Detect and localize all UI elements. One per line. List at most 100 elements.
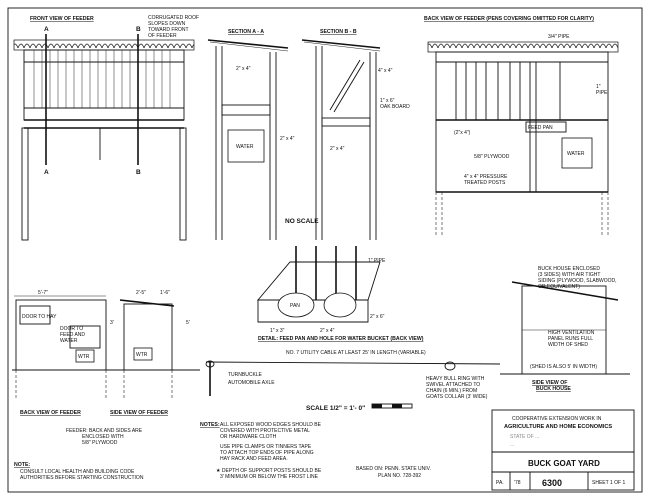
- cut-a-top: A: [44, 26, 49, 33]
- dim-5ft: 5': [186, 320, 190, 326]
- buck-note-1: BUCK HOUSE ENCLOSED: [538, 266, 600, 272]
- ring-3: CHAIN (6 MIN.) FROM: [426, 388, 477, 394]
- back-posts-1: 4" x 4" PRESSURE: [464, 174, 508, 180]
- dim-3ft: 3': [110, 320, 114, 326]
- door-to-hay: DOOR TO HAY: [22, 314, 57, 320]
- door-feed-1: DOOR TO: [60, 326, 83, 332]
- section-bb-dim2: 1" x 6": [380, 98, 395, 104]
- feeder-note-1: FEEDER: BACK AND SIDES ARE: [66, 428, 143, 434]
- detail-dim3: 2" x 4": [320, 328, 335, 334]
- cut-a-bottom: A: [44, 169, 49, 176]
- water-bucket-aa: [227, 129, 265, 163]
- buck-note-4: OR EQUIVALENT): [538, 284, 580, 290]
- back-plywood: 5/8" PLYWOOD: [474, 154, 510, 160]
- plan-number: 6300: [542, 478, 562, 488]
- buck-note-2: (3 SIDES) WITH AIR TIGHT: [538, 272, 600, 278]
- notes-item-4: USE PIPE CLAMPS OR TINNERS TAPE: [220, 444, 312, 450]
- notes-item-7: ★ DEPTH OF SUPPORT POSTS SHOULD BE: [216, 468, 322, 474]
- side-view-small-title: SIDE VIEW OF FEEDER: [110, 410, 168, 416]
- front-view-feeder: FRONT VIEW OF FEEDER CORRUGATED ROOF SLO…: [13, 15, 199, 241]
- wtr-label-side: WTR: [136, 352, 148, 358]
- back-pipe1: 3/4" PIPE: [548, 34, 570, 40]
- faint-line-1: STATE OF ...: [510, 434, 539, 440]
- turnbuckle-label: TURNBUCKLE: [228, 372, 263, 378]
- feeder-note: FEEDER: BACK AND SIDES ARE ENCLOSED WITH…: [66, 428, 143, 446]
- cut-b-top: B: [136, 26, 141, 33]
- back-posts-2: TREATED POSTS: [464, 180, 506, 186]
- water-bucket-back: [561, 137, 593, 169]
- door-feed-2: FEED AND: [60, 332, 85, 338]
- dim-5-7: 5'-7": [38, 290, 48, 296]
- detail-bucket-hole: [323, 292, 357, 318]
- back-water: WATER: [567, 151, 585, 157]
- notes-block: NOTES: ALL EXPOSED WOOD EDGES SHOULD BE …: [200, 422, 322, 480]
- back-roof: [427, 41, 619, 53]
- section-aa-dim1: 2" x 4": [236, 66, 251, 72]
- wtr-label-back: WTR: [78, 354, 90, 360]
- detail-dim2: 2" x 6": [370, 314, 385, 320]
- org-line-1: COOPERATIVE EXTENSION WORK IN: [512, 416, 602, 422]
- back-pipe3: PIPE: [596, 90, 608, 96]
- no-scale-label: NO SCALE: [285, 218, 319, 225]
- notes-item-5: TO ATTACH TOP ENDS OF PIPE ALONG: [220, 450, 314, 456]
- ring-4: GOATS COLLAR (3' WIDE): [426, 394, 488, 400]
- section-bb-oak: OAK BOARD: [380, 104, 410, 110]
- tether-assembly: NO. 7 UTILITY CABLE AT LEAST 25' IN LENG…: [205, 350, 501, 400]
- roof-note-2: SLOPES DOWN: [148, 21, 186, 27]
- detail-dim1: 1" x 3": [270, 328, 285, 334]
- roof-note-1: CORRUGATED ROOF: [148, 15, 199, 21]
- year-label: '78: [514, 480, 521, 486]
- front-roof: [13, 39, 195, 51]
- detail-feed-pan: 1" PIPE PAN 1" x 3" 2" x 6" 2" x 4" DETA…: [257, 246, 424, 342]
- back-pipe2: 1": [596, 84, 601, 90]
- back-feed-pan: FEED PAN: [528, 125, 553, 131]
- based-on-1: BASED ON: PENN. STATE UNIV.: [356, 466, 431, 472]
- sheet-label: SHEET 1 OF 1: [592, 480, 625, 486]
- based-on: BASED ON: PENN. STATE UNIV. PLAN NO. 728…: [356, 466, 431, 479]
- notes-item-2: COVERED WITH PROTECTIVE METAL: [220, 428, 310, 434]
- based-on-2: PLAN NO. 728-392: [378, 473, 421, 479]
- dim-1-6: 1'-6": [160, 290, 170, 296]
- buck-note-3: SIDING (PLYWOOD, SLABWOOD,: [538, 278, 617, 284]
- section-bb-title: SECTION B - B: [320, 29, 357, 35]
- note-left-2: AUTHORITIES BEFORE STARTING CONSTRUCTION: [20, 475, 144, 481]
- sheet-border: [7, 7, 643, 493]
- back-view-feeder: BACK VIEW OF FEEDER (PENS COVERING OMITT…: [424, 16, 619, 235]
- roof-note-4: OF FEEDER: [148, 33, 177, 39]
- back-view-title: BACK VIEW OF FEEDER (PENS COVERING OMITT…: [424, 16, 594, 22]
- section-aa-water: WATER: [236, 144, 254, 150]
- section-aa: SECTION A - A 2" x 4" 2" x 4" WATER: [207, 29, 295, 240]
- section-aa-title: SECTION A - A: [228, 29, 264, 35]
- scale-bar: SCALE 1/2" = 1'- 0": [306, 403, 413, 412]
- feeder-note-2: ENCLOSED WITH: [82, 434, 124, 440]
- front-view-title: FRONT VIEW OF FEEDER: [30, 16, 94, 22]
- lower-left-views: 5'-7" 2'-5" 1'-6" DOOR TO HAY DOOR TO FE…: [12, 290, 200, 416]
- section-bb: SECTION B - B 4" x 4" 1" x 6" OAK BOARD …: [301, 29, 410, 240]
- buck-vent-2: PANEL RUNS FULL: [548, 336, 593, 342]
- org-line-2: AGRICULTURE AND HOME ECONOMICS: [504, 424, 612, 430]
- buck-side-title-2: BUCK HOUSE: [536, 386, 571, 392]
- notes-item-6: HAY RACK AND FEED AREA.: [220, 456, 288, 462]
- section-bb-dim4: 2" x 4": [330, 146, 345, 152]
- consult-note: NOTE: CONSULT LOCAL HEALTH AND BUILDING …: [14, 462, 144, 481]
- ring-2: SWIVEL ATTACHED TO: [426, 382, 480, 388]
- section-aa-dim2: 2" x 4": [280, 136, 295, 142]
- axle-label: AUTOMOBILE AXLE: [228, 380, 275, 386]
- back-dim1: (2"x 4"): [454, 130, 471, 136]
- feeder-note-3: 5/8" PLYWOOD: [82, 440, 118, 446]
- notes-item-1: ALL EXPOSED WOOD EDGES SHOULD BE: [220, 422, 322, 428]
- detail-pipe: 1" PIPE: [368, 258, 386, 264]
- cable-note: NO. 7 UTILITY CABLE AT LEAST 25' IN LENG…: [286, 350, 426, 356]
- buck-shed: (SHED IS ALSO 5' IN WIDTH): [530, 364, 597, 370]
- notes-title: NOTES:: [200, 422, 220, 428]
- title-block: COOPERATIVE EXTENSION WORK IN AGRICULTUR…: [491, 409, 635, 491]
- roof-note-3: TOWARD FRONT: [148, 27, 189, 33]
- buck-side-title: SIDE VIEW OF: [532, 380, 567, 386]
- faint-line-2: ...: [510, 442, 514, 448]
- note-left-1: CONSULT LOCAL HEALTH AND BUILDING CODE: [20, 469, 135, 475]
- back-view-small-title: BACK VIEW OF FEEDER: [20, 410, 81, 416]
- buck-vent-1: HIGH VENTILATION: [548, 330, 595, 336]
- note-left-title: NOTE:: [14, 462, 30, 468]
- plan-title: BUCK GOAT YARD: [528, 459, 600, 468]
